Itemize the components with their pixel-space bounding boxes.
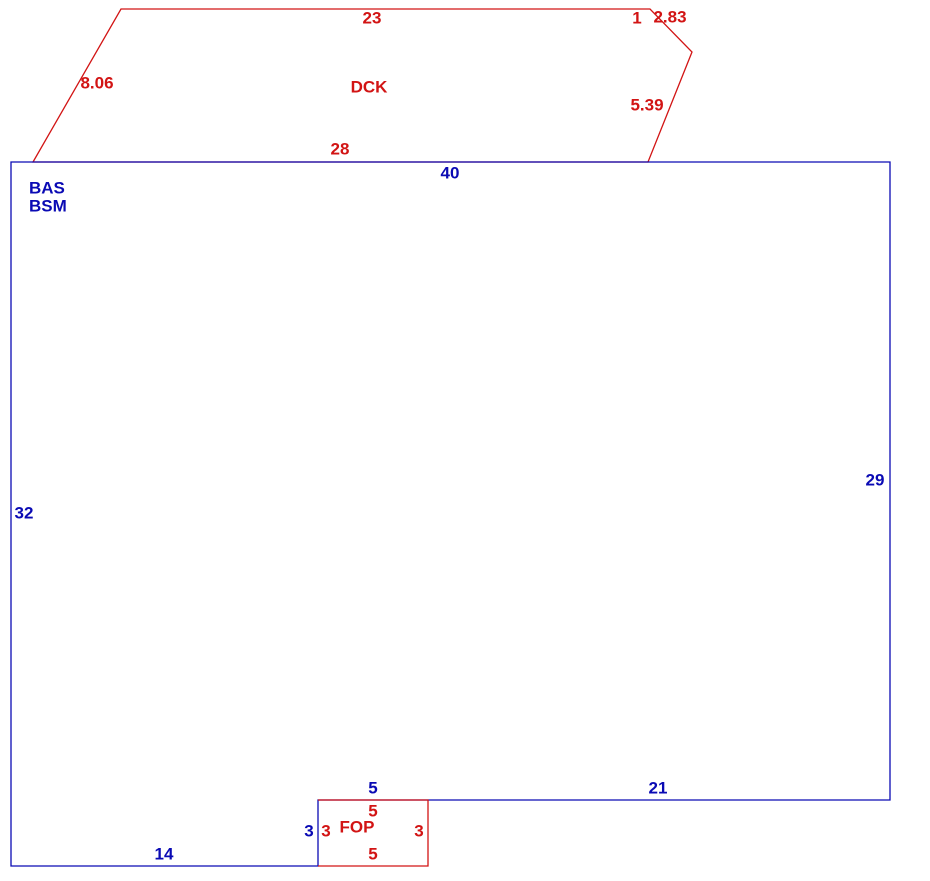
basement-dim-top: 40 — [441, 163, 460, 182]
deck-dim-top-right-short: 1 — [632, 8, 641, 27]
deck-dim-top-right-diagonal: 2.83 — [653, 7, 686, 26]
basement-dim-left: 32 — [15, 503, 34, 522]
deck-code-label: DCK — [351, 77, 389, 96]
basement-dim-bottom-left: 14 — [155, 844, 174, 863]
deck-dim-right: 5.39 — [630, 95, 663, 114]
basement-area: BAS BSM 40 32 29 21 14 5 3 — [10, 161, 891, 867]
porch-dim-right: 3 — [414, 821, 423, 840]
porch-dim-left: 3 — [321, 821, 330, 840]
deck-dim-bottom: 28 — [331, 139, 350, 158]
basement-code-label-1: BAS — [29, 178, 65, 197]
basement-code-label-2: BSM — [29, 196, 67, 215]
basement-dim-bottom-right: 21 — [649, 778, 668, 797]
porch-outline — [318, 799, 429, 867]
deck-dim-top: 23 — [363, 8, 382, 27]
basement-dim-notch-left: 3 — [304, 821, 313, 840]
basement-dim-right: 29 — [866, 470, 885, 489]
porch-dim-bottom: 5 — [368, 844, 377, 863]
porch-dim-top: 5 — [368, 801, 377, 820]
deck-area: DCK 23 1 2.83 5.39 8.06 28 — [31, 7, 693, 163]
deck-outline — [31, 8, 693, 163]
basement-outline — [10, 161, 891, 867]
deck-dim-left: 8.06 — [80, 73, 113, 92]
basement-dim-notch-top: 5 — [368, 778, 377, 797]
porch-area: FOP 5 5 3 3 — [318, 799, 429, 867]
porch-code-label: FOP — [340, 817, 375, 836]
